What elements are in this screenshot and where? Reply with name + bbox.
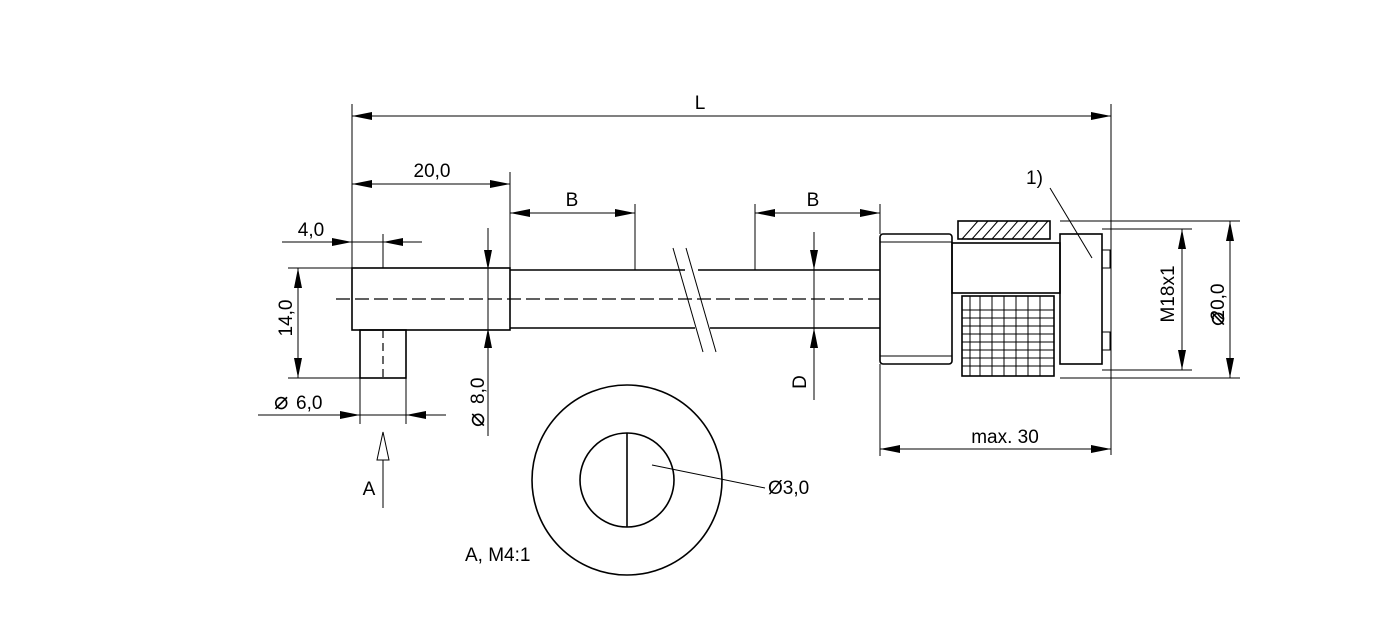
diameter-symbol-icon: ⌀ bbox=[1203, 312, 1230, 326]
dimension-overall-length: L bbox=[351, 93, 1112, 455]
view-arrow-a: A bbox=[363, 431, 390, 508]
callout-note-1: 1) bbox=[1026, 168, 1093, 259]
detail-view-a: Ø3,0 A, M4:1 bbox=[465, 384, 809, 576]
head-height-label: 14,0 bbox=[276, 300, 297, 337]
dimension-head-length: 20,0 bbox=[352, 161, 511, 268]
detail-view-label: A, M4:1 bbox=[465, 545, 530, 566]
dimension-thread: M18x1 bbox=[1102, 228, 1192, 371]
pin-offset-label: 4,0 bbox=[298, 220, 324, 241]
note-1-label: 1) bbox=[1026, 168, 1043, 189]
knurl-ribs bbox=[962, 296, 1054, 376]
thread-label: M18x1 bbox=[1158, 265, 1179, 322]
length-b-left-label: B bbox=[566, 190, 579, 211]
diameter-symbol-icon: ⌀ bbox=[463, 413, 490, 427]
dimension-length-b-right: B bbox=[754, 190, 881, 270]
head-length-label: 20,0 bbox=[414, 161, 451, 182]
diameter-symbol-icon: ⌀ bbox=[274, 388, 288, 415]
length-b-right-label: B bbox=[807, 190, 820, 211]
dimension-connector-diameter: ⌀ 20,0 bbox=[1203, 221, 1234, 378]
pin-diameter-label: 6,0 bbox=[296, 393, 322, 414]
dimension-diameter-d: D bbox=[790, 232, 818, 400]
hole-diameter-label: Ø3,0 bbox=[768, 478, 809, 499]
sensor-body bbox=[336, 247, 880, 379]
overall-length-label: L bbox=[695, 93, 706, 114]
tube-diameter-label: 8,0 bbox=[468, 378, 489, 404]
dimension-tube-diameter: ⌀ 8,0 bbox=[463, 228, 492, 436]
nut-section-hatch bbox=[957, 220, 1051, 240]
dimension-connector-length: max. 30 bbox=[879, 364, 1111, 456]
connector-length-label: max. 30 bbox=[971, 427, 1039, 448]
dimension-length-b-left: B bbox=[510, 190, 636, 270]
dimension-pin-diameter: ⌀ 6,0 bbox=[258, 378, 446, 424]
view-arrow-label: A bbox=[363, 479, 376, 500]
dimension-pin-offset: 4,0 bbox=[282, 220, 422, 268]
connector-diameter-label: 20,0 bbox=[1208, 284, 1229, 321]
diameter-d-label: D bbox=[790, 375, 811, 389]
connector-assembly bbox=[879, 220, 1240, 379]
dimension-head-height: 14,0 bbox=[276, 267, 360, 379]
